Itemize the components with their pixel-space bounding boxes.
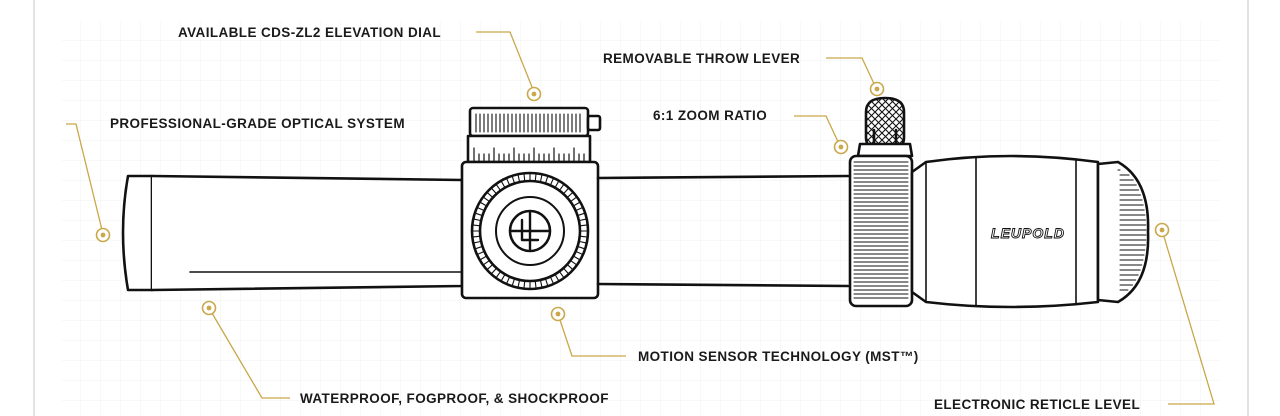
windage-ring-face (495, 196, 565, 266)
elevation-dial-ticks (473, 147, 585, 163)
brand-logo: LEUPOLD (991, 225, 1065, 241)
objective-bell (121, 174, 154, 292)
dot-reticle-level (1154, 222, 1170, 238)
callout-zoom-ratio: 6:1 ZOOM RATIO (653, 108, 768, 123)
leader-motion-sensor (557, 313, 626, 357)
leader-optical-system (66, 123, 104, 235)
main-tube (150, 174, 464, 292)
elevation-dial-knurl (475, 113, 581, 133)
leader-throw-lever (826, 57, 877, 89)
dot-motion-sensor (550, 306, 566, 322)
throw-lever-knob (864, 96, 906, 152)
dot-elevation-dial (526, 86, 542, 102)
reticle-logo-mark (510, 211, 550, 251)
dot-optical-system (95, 227, 111, 243)
elevation-dial-side-knob (586, 114, 602, 132)
diopter-ring (1096, 160, 1150, 304)
mid-tube (596, 174, 850, 288)
callout-waterproof: WATERPROOF, FOGPROOF, & SHOCKPROOF (300, 391, 609, 406)
dot-throw-lever (869, 81, 885, 97)
dot-zoom-ratio (833, 139, 849, 155)
callout-elevation-dial: AVAILABLE CDS-ZL2 ELEVATION DIAL (178, 25, 442, 40)
windage-ring-knurl (471, 172, 589, 290)
eyepiece-body (910, 154, 1100, 309)
diopter-ring-knurl (1117, 169, 1147, 291)
windage-ring-inner (478, 179, 582, 283)
callout-optical-system: PROFESSIONAL-GRADE OPTICAL SYSTEM (110, 116, 405, 131)
throw-lever-collar (856, 142, 914, 158)
dot-waterproof (201, 300, 217, 316)
callout-throw-lever: REMOVABLE THROW LEVER (603, 51, 801, 66)
zoom-ring-knurl (853, 161, 909, 299)
callout-motion-sensor: MOTION SENSOR TECHNOLOGY (MST™) (638, 349, 919, 364)
reticle-logo-disc (508, 209, 552, 253)
leader-reticle-level (1161, 229, 1215, 405)
leader-waterproof (208, 307, 290, 399)
leader-elevation-dial (476, 31, 535, 93)
callout-reticle-level: ELECTRONIC RETICLE LEVEL (934, 397, 1141, 412)
leader-zoom-ratio (794, 115, 841, 147)
